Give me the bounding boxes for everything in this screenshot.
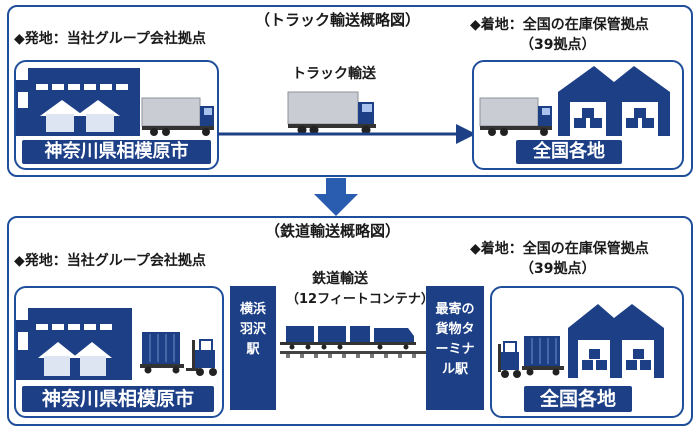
forklift-icon [186, 339, 217, 376]
storage-warehouse-icon [568, 304, 664, 378]
truck-destination-place: 全国各地 [514, 138, 624, 166]
destination-forklift-warehouse-illustration [498, 304, 664, 378]
destination-warehouse-illustration [479, 66, 670, 136]
truck-origin-label: ◆発地：当社グループ会社拠点 [14, 31, 206, 47]
container-icon [140, 332, 184, 374]
rail-destination-label: ◆着地：全国の在庫保管拠点 [470, 241, 649, 257]
rail-origin-box: 神奈川県相模原市 [14, 286, 224, 418]
down-arrow-icon [314, 178, 358, 216]
truck-destination-count: （39拠点） [520, 37, 596, 53]
rail-destination-station: 最寄の貨物ターミナル駅 [426, 286, 484, 410]
container-icon [522, 336, 564, 376]
warehouse-truck-illustration [16, 68, 214, 136]
rail-origin-place: 神奈川県相模原市 [20, 384, 216, 414]
rail-origin-station-name: 横浜羽沢駅 [239, 302, 266, 357]
rail-section-title: （鉄道輸送概略図） [265, 222, 401, 240]
truck-transport-label: トラック輸送 [292, 66, 376, 82]
rail-destination-count: （39拠点） [520, 261, 596, 277]
rail-origin-station: 横浜羽沢駅 [230, 286, 276, 410]
truck-icon-origin [141, 97, 214, 136]
rail-container-label: （12フィートコンテナ） [286, 292, 434, 307]
factory-building-icon [16, 68, 140, 136]
rail-origin-label: ◆発地：当社グループ会社拠点 [14, 253, 206, 269]
storage-warehouse-icon [558, 66, 670, 136]
rail-transport-label: 鉄道輸送 [312, 271, 368, 287]
truck-section-title: （トラック輸送概略図） [255, 11, 421, 29]
freight-train-icon [280, 326, 430, 358]
rail-destination-place: 全国各地 [522, 384, 634, 414]
truck-origin-box: 神奈川県相模原市 [14, 60, 219, 170]
truck-icon-transit [287, 91, 376, 135]
factory-building-icon [16, 308, 132, 380]
rail-destination-station-name: 最寄の貨物ターミナル駅 [435, 302, 475, 377]
factory-forklift-illustration [16, 308, 217, 380]
truck-icon-destination [479, 97, 552, 136]
truck-destination-label: ◆着地：全国の在庫保管拠点 [470, 17, 649, 33]
truck-origin-place: 神奈川県相模原市 [20, 138, 213, 166]
truck-destination-box: 全国各地 [472, 60, 684, 170]
forklift-icon [498, 341, 521, 378]
truck-route-arrow [218, 124, 476, 144]
rail-destination-box: 全国各地 [490, 286, 684, 418]
